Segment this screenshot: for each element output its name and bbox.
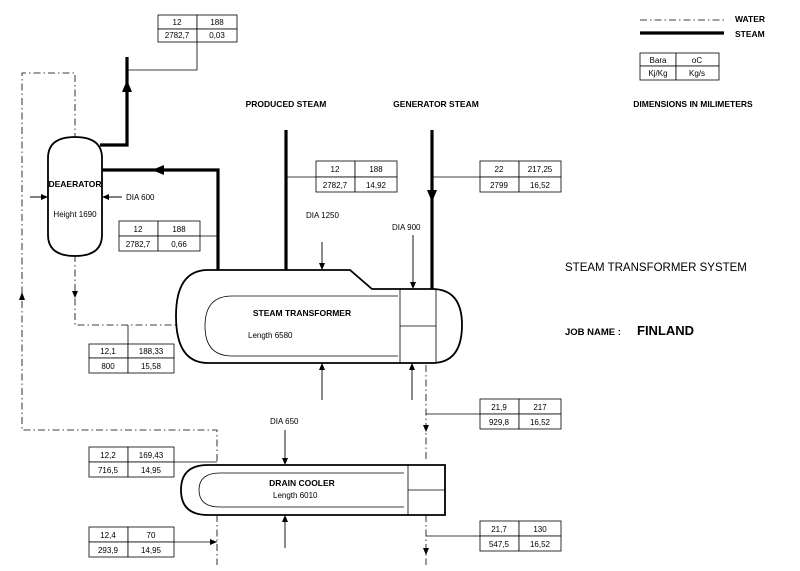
deaerator-outlet-pressure: 12 <box>173 18 182 27</box>
state-box-deaerator-outlet: 12 188 2782,7 0,03 <box>127 14 238 71</box>
drain-cooler-tube-bundle <box>198 472 404 508</box>
state-box-makeup-water: 12,4 70 293,9 14,95 <box>88 526 217 558</box>
feed-to-deaerator-temperature: 169,43 <box>139 451 164 460</box>
condensate-out-pressure: 21,9 <box>491 403 507 412</box>
water-arrows <box>19 291 429 555</box>
feed-to-deaerator-pressure: 12,2 <box>100 451 116 460</box>
state-box-feed-to-transformer: 12,1 188,33 800 15,58 <box>88 325 175 374</box>
state-box-produced-steam: 12 188 2782,7 14,92 <box>286 160 398 193</box>
arrow-steam-to-deaerator <box>152 165 164 175</box>
feed-to-transformer-enthalpy: 800 <box>101 362 115 371</box>
feed-to-deaerator-enthalpy: 716,5 <box>98 466 119 475</box>
deaerator-to-transformer-flow: 0,66 <box>171 240 187 249</box>
legend: WATER STEAM Bara oC Kj/Kg Kg/s <box>639 14 765 81</box>
steam-transformer-name: STEAM TRANSFORMER <box>253 308 351 318</box>
generator-steam-header: GENERATOR STEAM <box>393 99 479 109</box>
steam-line-deaerator-to-transformer <box>100 168 220 270</box>
legend-unit-enthalpy: Kj/Kg <box>648 69 667 78</box>
produced-steam-flow: 14,92 <box>366 181 387 190</box>
deaerator-outlet-temperature: 188 <box>210 18 224 27</box>
produced-steam-temperature: 188 <box>369 165 383 174</box>
state-box-feed-to-deaerator: 12,2 169,43 716,5 14,95 <box>88 446 217 478</box>
feed-to-transformer-flow: 15,58 <box>141 362 162 371</box>
arrow-water-deaerator-down <box>72 291 78 298</box>
state-box-generator-steam: 22 217,25 2799 16,52 <box>432 160 562 193</box>
deaerator-to-transformer-temperature: 188 <box>172 225 186 234</box>
drain-out-pressure: 21,7 <box>491 525 507 534</box>
job-name-value: FINLAND <box>637 323 694 338</box>
arrow-water-condensate-down <box>423 425 429 432</box>
condensate-out-flow: 16,52 <box>530 418 551 427</box>
deaerator-name: DEAERATOR <box>48 179 101 189</box>
drain-out-temperature: 130 <box>533 525 547 534</box>
drain-cooler-name: DRAIN COOLER <box>269 478 335 488</box>
state-box-condensate-out: 21,9 217 929,8 16,52 <box>426 398 562 430</box>
water-line-deaerator-feed <box>74 255 190 326</box>
makeup-water-temperature: 70 <box>147 531 156 540</box>
generator-steam-flow: 16,52 <box>530 181 551 190</box>
condensate-out-enthalpy: 929,8 <box>489 418 510 427</box>
arrow-water-drain-down <box>423 548 429 555</box>
drain-cooler-vessel: DRAIN COOLER Length 6010 DIA 650 <box>180 417 446 548</box>
steam-line-deaerator-vent <box>100 57 129 147</box>
transformer-tube-bundle <box>204 295 398 357</box>
produced-steam-enthalpy: 2782,7 <box>323 181 348 190</box>
legend-unit-flow: Kg/s <box>689 69 705 78</box>
legend-water-label: WATER <box>735 14 765 24</box>
water-lines <box>21 72 427 565</box>
legend-steam-label: STEAM <box>735 29 765 39</box>
drain-cooler-dimension: Length 6010 <box>273 491 318 500</box>
generator-line-dia: DIA 900 <box>392 223 421 232</box>
generator-steam-temperature: 217,25 <box>528 165 553 174</box>
deaerator-vessel: DEAERATOR Height 1690 DIA 600 <box>30 136 155 257</box>
steam-transformer-vessel: STEAM TRANSFORMER Length 6580 DIA 1250 D… <box>175 211 463 400</box>
generator-steam-pressure: 22 <box>495 165 504 174</box>
produced-steam-header: PRODUCED STEAM <box>246 99 327 109</box>
steam-line-dia: DIA 1250 <box>306 211 339 220</box>
legend-unit-pressure: Bara <box>650 56 667 65</box>
legend-unit-temperature: oC <box>692 56 702 65</box>
generator-steam-enthalpy: 2799 <box>490 181 508 190</box>
deaerator-to-transformer-enthalpy: 2782,7 <box>126 240 151 249</box>
makeup-water-enthalpy: 293,9 <box>98 546 119 555</box>
deaerator-dia: DIA 600 <box>126 193 155 202</box>
makeup-water-flow: 14,95 <box>141 546 162 555</box>
drain-out-enthalpy: 547,5 <box>489 540 510 549</box>
state-box-drain-out: 21,7 130 547,5 16,52 <box>426 520 562 552</box>
feed-to-transformer-temperature: 188,33 <box>139 347 164 356</box>
legend-units-table: Bara oC Kj/Kg Kg/s <box>639 52 720 81</box>
feed-to-transformer-pressure: 12,1 <box>100 347 116 356</box>
job-name-label: JOB NAME : <box>565 327 621 338</box>
drain-out-flow: 16,52 <box>530 540 551 549</box>
condensate-out-temperature: 217 <box>533 403 547 412</box>
produced-steam-pressure: 12 <box>331 165 340 174</box>
feed-to-deaerator-flow: 14,95 <box>141 466 162 475</box>
deaerator-to-transformer-pressure: 12 <box>134 225 143 234</box>
system-title: STEAM TRANSFORMER SYSTEM <box>565 262 747 274</box>
steam-lines <box>100 57 437 289</box>
arrow-steam-generator-down <box>427 190 437 202</box>
deaerator-dimension: Height 1690 <box>53 210 97 219</box>
makeup-water-pressure: 12,4 <box>100 531 116 540</box>
deaerator-outlet-enthalpy: 2782,7 <box>165 31 190 40</box>
water-line-left-loop <box>21 72 218 467</box>
steam-transformer-dimension: Length 6580 <box>248 331 293 340</box>
arrow-steam-vent-up <box>122 80 132 92</box>
state-box-deaerator-to-transformer: 12 188 2782,7 0,66 <box>118 220 218 252</box>
deaerator-outlet-flow: 0,03 <box>209 31 225 40</box>
dimensions-note: DIMENSIONS IN MILIMETERS <box>633 99 753 109</box>
arrow-water-left-up <box>19 292 25 300</box>
drain-cooler-dia: DIA 650 <box>270 417 299 426</box>
